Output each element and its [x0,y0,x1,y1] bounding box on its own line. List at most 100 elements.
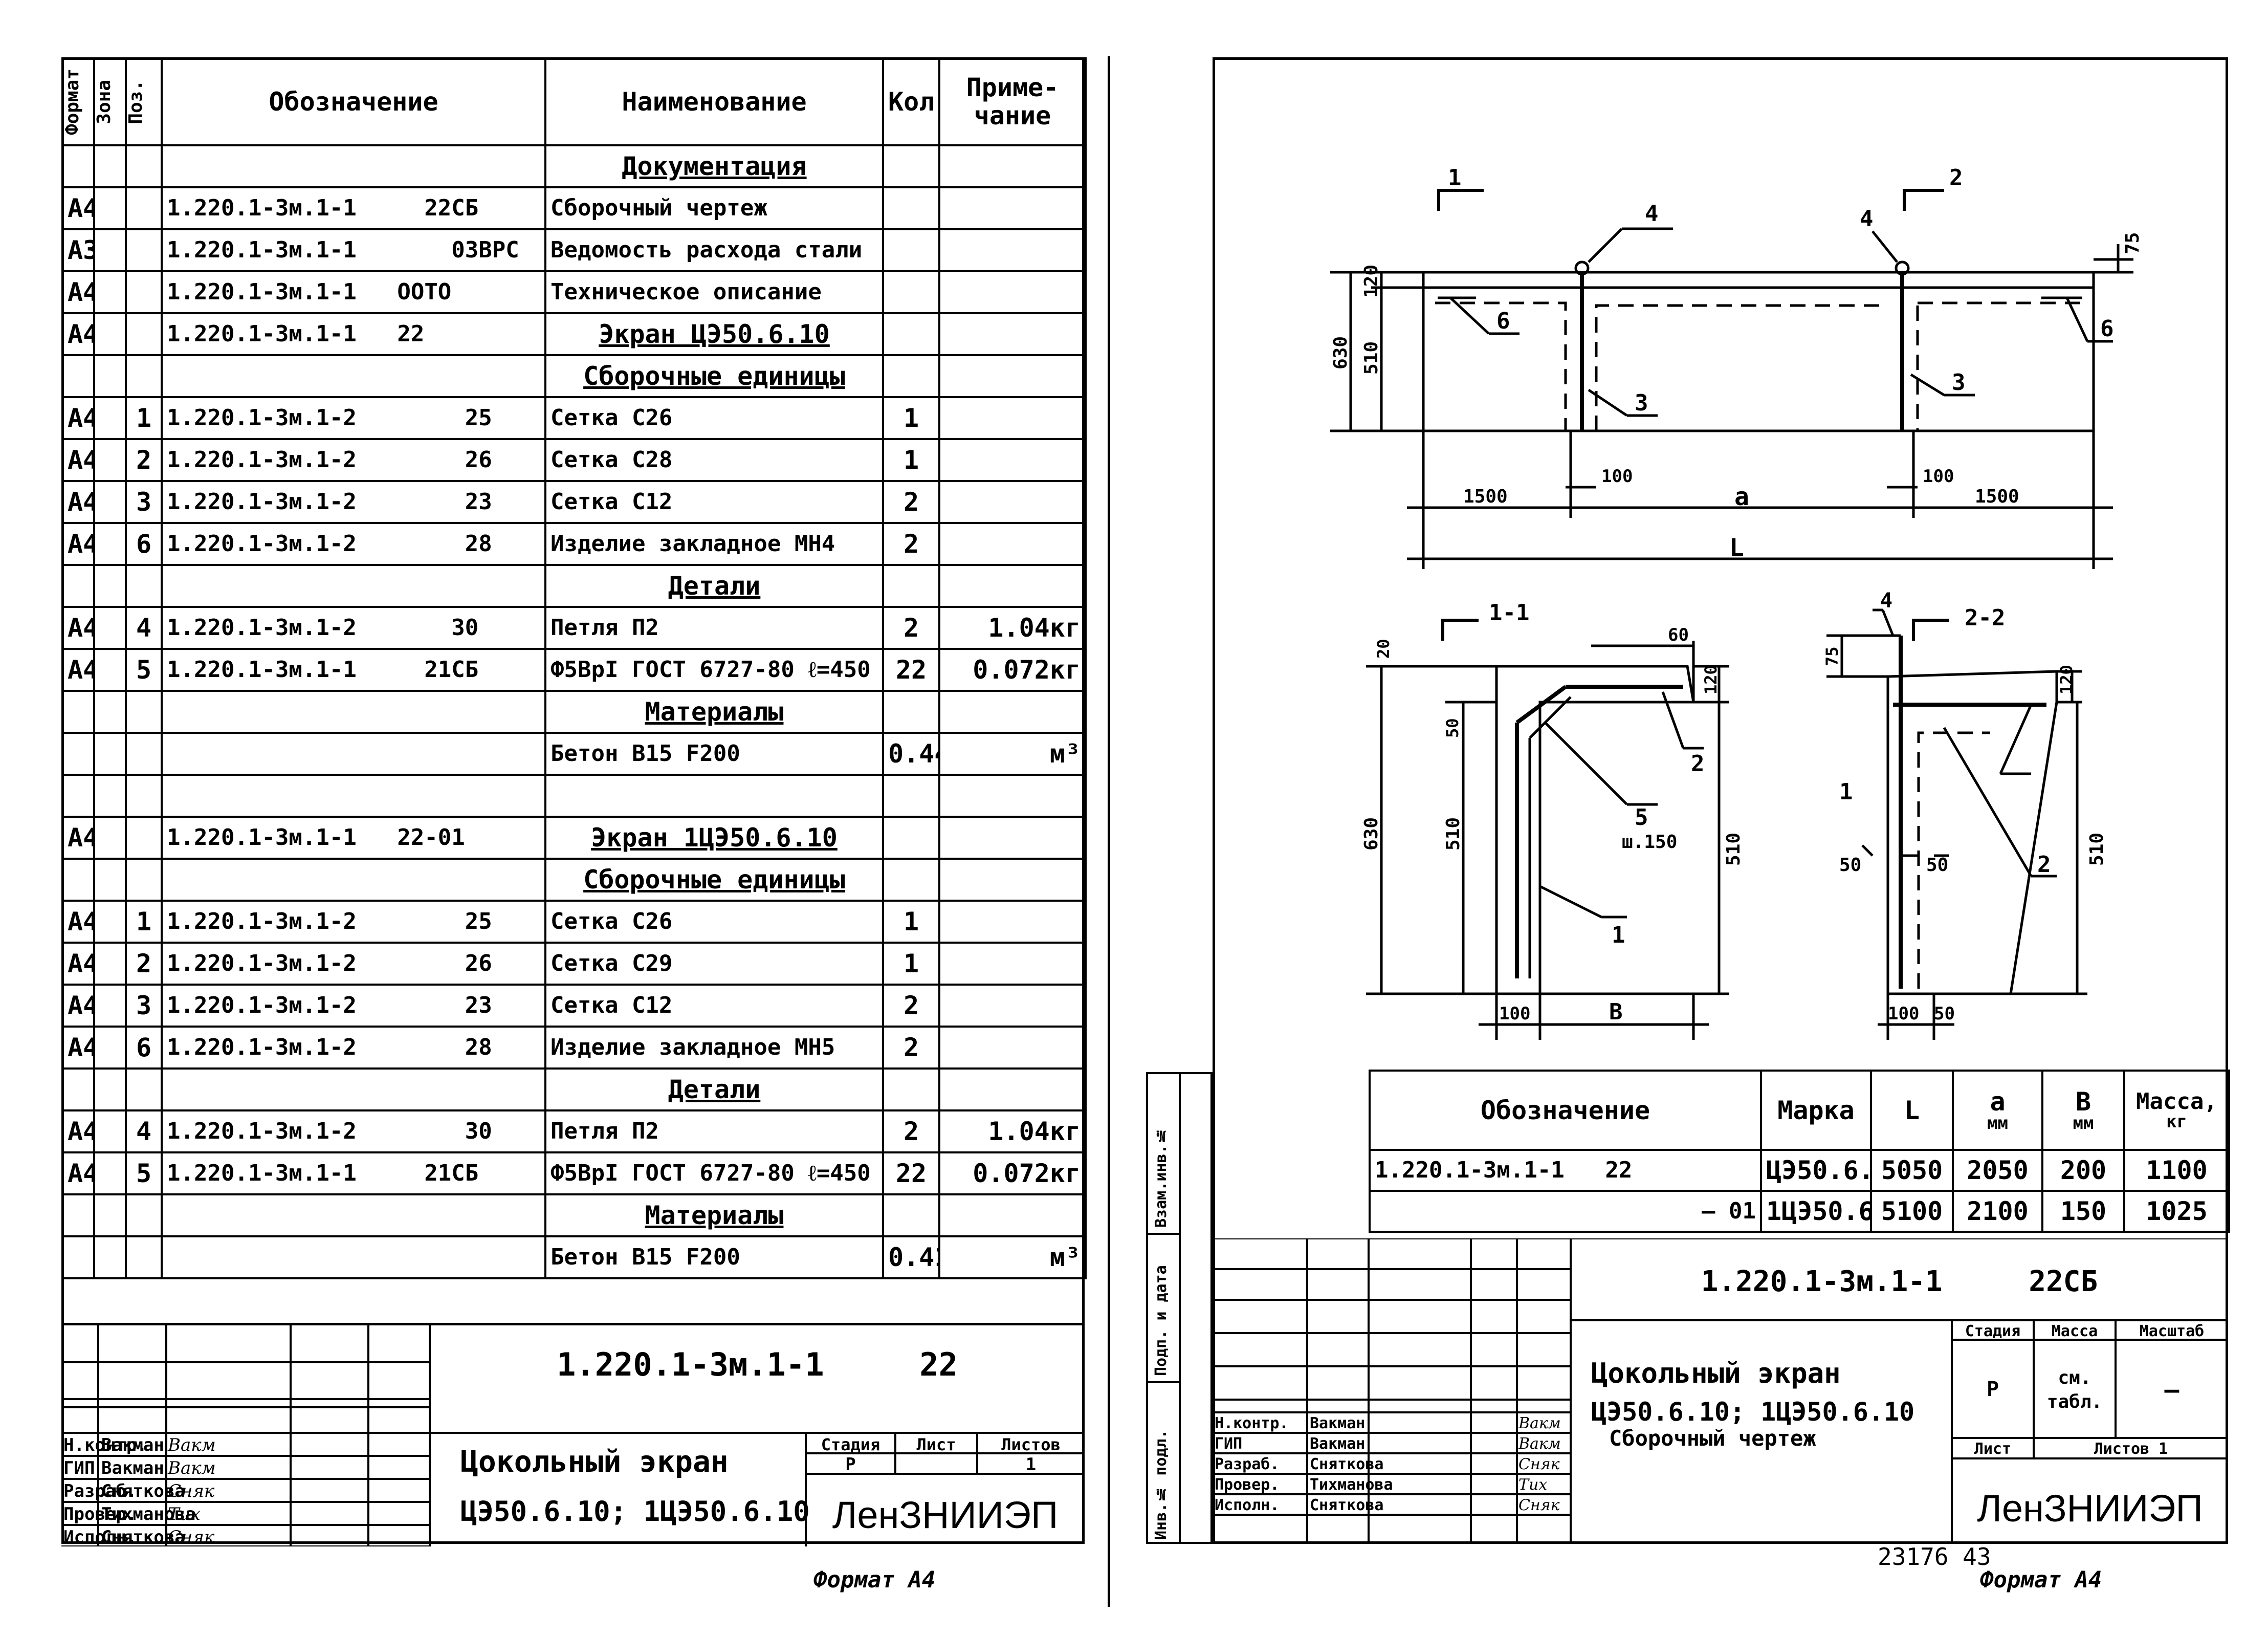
spec-cell-qty [882,690,940,734]
stamp-name: Вакман [101,1458,164,1478]
spec-cell-zone [93,186,127,230]
spec-cell-fmt [61,774,95,818]
spec-cell-qty: 2 [882,606,940,650]
spec-cell-fmt: А4 [61,1109,95,1153]
spec-cell-des [161,354,546,398]
marks-cell: 2050 [1952,1149,2043,1192]
spec-cell-qty: 2 [882,1026,940,1070]
spec-cell-fmt: А4 [61,648,95,692]
stamp-name: Вакман [1310,1435,1366,1453]
s1-pos-1: 1 [1612,922,1625,948]
s2-pos-1: 1 [1839,779,1853,805]
stamp-role: Разраб. [1215,1455,1280,1473]
spec-cell-note [938,774,1087,818]
section-2-2-outline [1886,670,2058,995]
marks-cell: 1025 [2123,1190,2230,1233]
spec-cell-pos [125,1193,163,1237]
spec-cell-fmt [61,858,95,902]
section-label-2-2: 2-2 [1965,605,2005,631]
spec-cell-des: 1.220.1-3м.1-1 22 [161,312,546,356]
stamp-role: Н.контр. [63,1435,147,1455]
spec-cell-des: 1.220.1-3м.1-2 25 [161,900,546,944]
marks-cell: 5100 [1870,1190,1954,1233]
dim-L: L [1729,534,1744,562]
s1-pos-2: 2 [1691,751,1705,777]
dim-100a: 100 [1601,466,1633,487]
spec-cell-note [938,858,1087,902]
spec-cell-pos: 2 [125,438,163,482]
spec-cell-des: 1.220.1-3м.1-2 30 [161,606,546,650]
spec-row: Материалы [61,690,1087,734]
spec-cell-name: Материалы [544,1193,884,1237]
pos-label-4a: 4 [1645,201,1659,227]
lifting-loop-right [1895,260,1910,276]
spec-cell-name [544,774,884,818]
spec-cell-qty: 2 [882,984,940,1028]
spec-cell-fmt [61,1193,95,1237]
spec-cell-zone [93,816,127,860]
spec-cell-fmt: А4 [61,312,95,356]
left-stamp: 1.220.1-3м.1-1 22 Цокольный экран ЦЭ50.6… [61,1323,1085,1547]
spec-cell-note: м³ [938,1235,1087,1279]
cut-label-2: 2 [1949,165,1963,191]
left-title-line1: Цокольный экран [460,1444,729,1479]
dim-510: 510 [1361,341,1382,375]
left-footer: Формат А4 [813,1567,936,1593]
spec-cell-zone [93,396,127,440]
spec-cell-qty: 0.44 [882,732,940,776]
marks-col-mark: Марка [1760,1070,1872,1151]
stamp-name: Сняткова [101,1481,185,1501]
section-label-1-1: 1-1 [1489,600,1529,626]
lifting-loop-left [1574,260,1590,276]
stamp-name: Тихманова [101,1504,196,1524]
spec-cell-name: Сборочные единицы [544,354,884,398]
spec-cell-zone [93,354,127,398]
spec-cell-fmt [61,354,95,398]
right-stage: Р [1986,1378,1999,1401]
spec-cell-name: Детали [544,564,884,608]
spec-cell-qty: 22 [882,1151,940,1195]
spec-row: Документация [61,144,1087,188]
spec-cell-qty [882,858,940,902]
spec-cell-name: Материалы [544,690,884,734]
stamp-sign: Сняк [168,1527,215,1547]
spec-cell-zone [93,228,127,272]
spec-cell-note [938,396,1087,440]
spec-cell-pos [125,690,163,734]
spec-cell-note [938,1193,1087,1237]
spec-cell-zone [93,438,127,482]
spec-cell-qty [882,564,940,608]
s1-step: ш.150 [1622,832,1677,853]
spec-cell-qty: 1 [882,396,940,440]
dim-a: a [1734,483,1749,511]
spec-cell-note [938,522,1087,566]
s1-dim-20: 20 [1374,639,1393,659]
spec-cell-des: 1.220.1-3м.1-1 21СБ [161,648,546,692]
spec-cell-name: Бетон В15 F200 [544,732,884,776]
pos-label-6b: 6 [2100,316,2114,342]
spec-cell-zone [93,858,127,902]
col-note: Приме-чание [938,57,1087,146]
spec-cell-fmt: А4 [61,480,95,524]
s2-dim-50a: 50 [1839,855,1861,876]
stamp-role: Разраб. [63,1481,137,1501]
right-scale-label: Масштаб [2139,1322,2205,1340]
s2-pos-2: 2 [2037,852,2051,878]
stamp-role: Провер. [1215,1476,1280,1494]
spec-cell-note [938,312,1087,356]
spec-cell-des: 1.220.1-3м.1-2 30 [161,1109,546,1153]
dim-1500a: 1500 [1463,486,1508,507]
spec-cell-zone [93,732,127,776]
spec-row: Детали [61,1067,1087,1111]
spec-cell-name: Сборочный чертеж [544,186,884,230]
spec-cell-pos: 3 [125,984,163,1028]
spec-cell-des [161,1067,546,1111]
marks-col-L: L [1870,1070,1954,1151]
dim-630: 630 [1330,336,1351,369]
spec-cell-fmt: А4 [61,270,95,314]
left-doc-code: 1.220.1-3м.1-1 22 [557,1346,958,1383]
